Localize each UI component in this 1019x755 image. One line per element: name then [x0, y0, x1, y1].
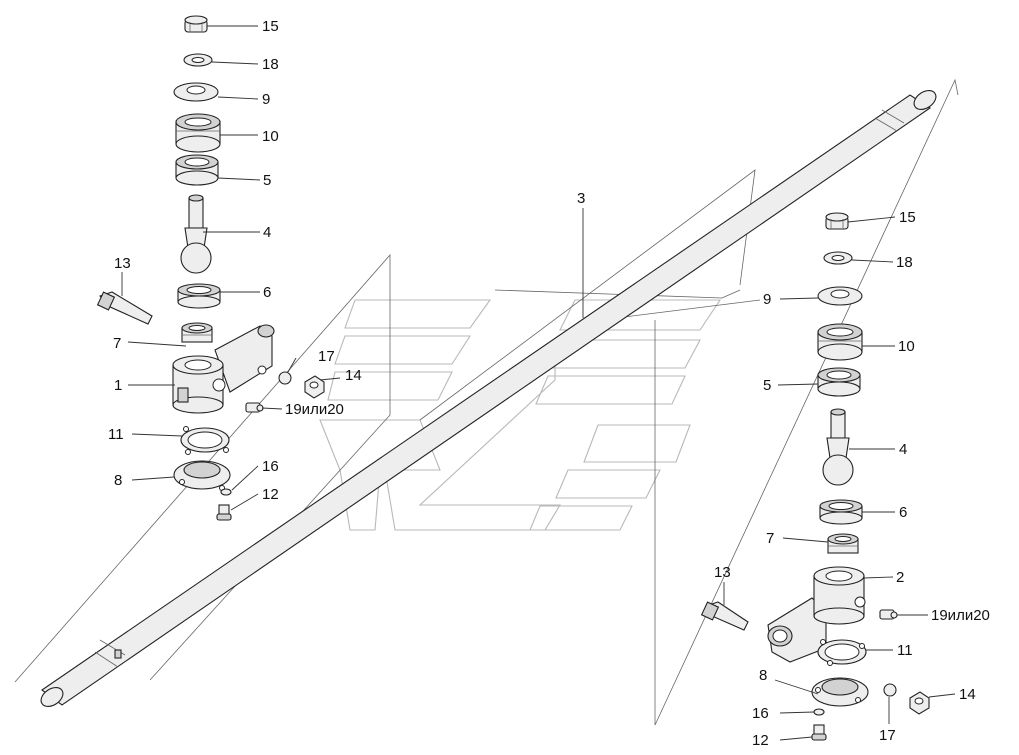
- callout-10-right: 10: [898, 338, 915, 355]
- tie-rod-shaft: [40, 90, 937, 707]
- callout-9-left: 9: [262, 91, 270, 108]
- insert-5-left: [175, 154, 219, 186]
- tie-rod-end-housing-1: [172, 324, 275, 414]
- callout-12-left: 12: [262, 486, 279, 503]
- callout-4-left: 4: [263, 224, 271, 241]
- callout-8-left: 8: [114, 472, 122, 489]
- ball-pin-4-right: [822, 408, 854, 486]
- callout-3-rod: 3: [577, 190, 585, 207]
- callout-18-right: 18: [896, 254, 913, 271]
- callout-19-right: 19или20: [931, 607, 990, 624]
- gasket-11-left: [180, 426, 230, 455]
- callout-13-right: 13: [714, 564, 731, 581]
- callout-5-left: 5: [263, 172, 271, 189]
- callout-13-left: 13: [114, 255, 131, 272]
- callout-9-right: 9: [763, 291, 771, 308]
- gasket-11-right: [817, 639, 867, 666]
- callout-14-left: 14: [345, 367, 362, 384]
- callout-5-right: 5: [763, 377, 771, 394]
- leader-lines-left: [121, 25, 341, 511]
- castle-nut-15-left: [184, 15, 208, 33]
- callout-16-right: 16: [752, 705, 769, 722]
- callout-15-right: 15: [899, 209, 916, 226]
- bolt-12-right: [811, 724, 827, 741]
- nut-14-right: [909, 691, 930, 715]
- spring-washer-17-right: [883, 683, 897, 697]
- callout-19-left: 19или20: [285, 401, 344, 418]
- callout-16-left: 16: [262, 458, 279, 475]
- callout-7-left: 7: [113, 335, 121, 352]
- insert-6-right: [819, 499, 863, 525]
- callout-1: 1: [114, 377, 122, 394]
- callout-17-right: 17: [879, 727, 896, 744]
- insert-5-right: [817, 367, 861, 397]
- left-assembly: 15 18 9 10 5 4 6 13 7 17 14 1 19или20 11…: [96, 15, 362, 521]
- nut-14-left: [304, 375, 325, 399]
- grease-fitting-19-right: [879, 609, 898, 620]
- ring-9-right: [817, 286, 863, 306]
- washer-18-left: [183, 53, 213, 67]
- grease-fitting-19-left: [245, 402, 264, 413]
- castle-nut-15-right: [825, 212, 849, 230]
- spring-washer-17-left: [278, 371, 292, 385]
- callout-7-right: 7: [766, 530, 774, 547]
- washer-18-right: [823, 251, 853, 265]
- insert-6-left: [177, 283, 221, 309]
- callout-10-left: 10: [262, 128, 279, 145]
- callout-14-right: 14: [959, 686, 976, 703]
- callout-8-right: 8: [759, 667, 767, 684]
- callout-18-left: 18: [262, 56, 279, 73]
- spring-7-left: [181, 322, 213, 343]
- spring-washer-16-left: [220, 488, 232, 496]
- callout-15-left: 15: [262, 18, 279, 35]
- watermark-logo: [319, 299, 722, 531]
- bolt-13-right: [700, 601, 749, 631]
- ring-9-left: [173, 82, 219, 102]
- leader-lines-right: [723, 216, 956, 741]
- callout-6-right: 6: [899, 504, 907, 521]
- spring-7-right: [827, 533, 859, 554]
- callout-6-left: 6: [263, 284, 271, 301]
- bushing-10-right: [817, 323, 863, 361]
- bolt-13-left: [96, 291, 153, 325]
- callout-12-right: 12: [752, 732, 769, 749]
- callout-17-left: 17: [318, 348, 335, 365]
- ball-pin-4-left: [180, 194, 212, 274]
- callout-4-right: 4: [899, 441, 907, 458]
- bushing-10-left: [175, 113, 221, 153]
- callout-2: 2: [896, 569, 904, 586]
- cover-8-right: [811, 677, 869, 707]
- cover-8-left: [173, 460, 231, 491]
- tie-rod-end-housing-2: [767, 566, 866, 663]
- spring-washer-16-right: [813, 708, 825, 716]
- bolt-12-left: [216, 504, 232, 521]
- callout-11-left: 11: [108, 426, 124, 443]
- right-assembly: 15 18 9 10 5 4 6 7 13 2 19или20 11 8 14 …: [700, 209, 990, 749]
- callout-11-right: 11: [897, 642, 913, 659]
